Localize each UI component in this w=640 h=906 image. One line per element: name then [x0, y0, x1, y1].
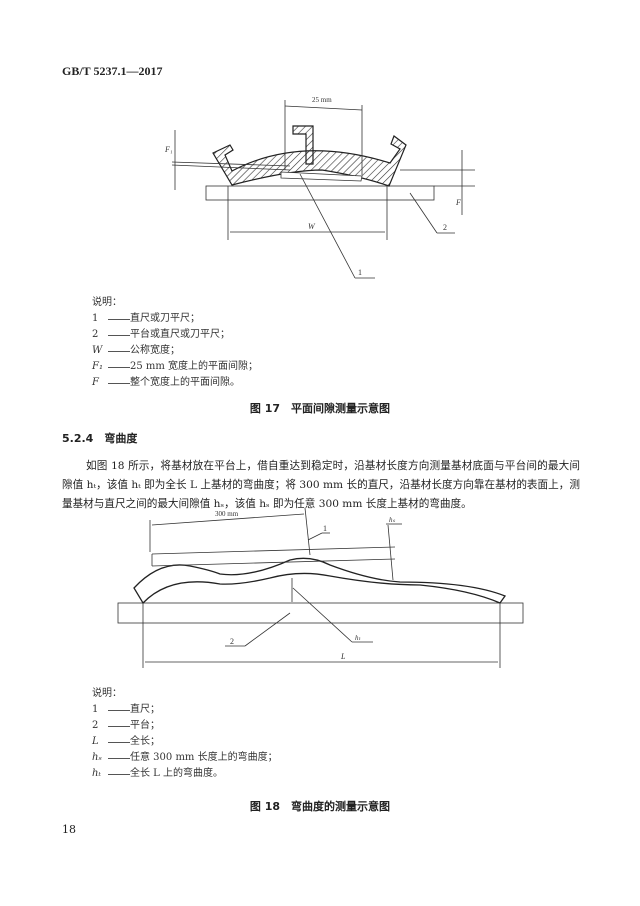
workpiece [133, 557, 507, 605]
figure-18-caption: 图 18 弯曲度的测量示意图 [249, 800, 391, 813]
figure-18-diagram: 300 mm hₛ hₜ L 1 2 [117, 507, 524, 668]
callout-1: 1 [323, 524, 327, 533]
section-heading: 5.2.4 弯曲度 [62, 432, 138, 445]
label-L: L [340, 652, 346, 661]
profile-stem [292, 125, 314, 165]
figure-17-caption: 图 17 平面间隙测量示意图 [249, 402, 391, 415]
legend-title: 说明： [92, 297, 122, 308]
label-hs: hₛ [389, 516, 396, 524]
section-paragraph: 如图 18 所示，将基材放在平台上，借自重达到稳定时，沿基材长度方向测量基材底面… [62, 460, 580, 510]
callout-1: 1 [358, 268, 362, 277]
platform [205, 185, 435, 201]
callout-2: 2 [230, 637, 234, 646]
page-number: 18 [62, 823, 76, 836]
label-F1: F₁ [164, 145, 173, 154]
label-25mm: 25 mm [312, 96, 332, 104]
label-F: F [455, 198, 461, 207]
label-300mm: 300 mm [215, 510, 239, 518]
label-W: W [308, 222, 316, 231]
legend-title: 说明： [92, 688, 122, 699]
figure-17-diagram: 25 mm F₁ F W 1 2 [164, 96, 475, 279]
callout-2: 2 [443, 223, 447, 232]
standard-code-header: GB/T 5237.1—2017 [62, 64, 163, 78]
label-ht: hₜ [355, 634, 362, 642]
